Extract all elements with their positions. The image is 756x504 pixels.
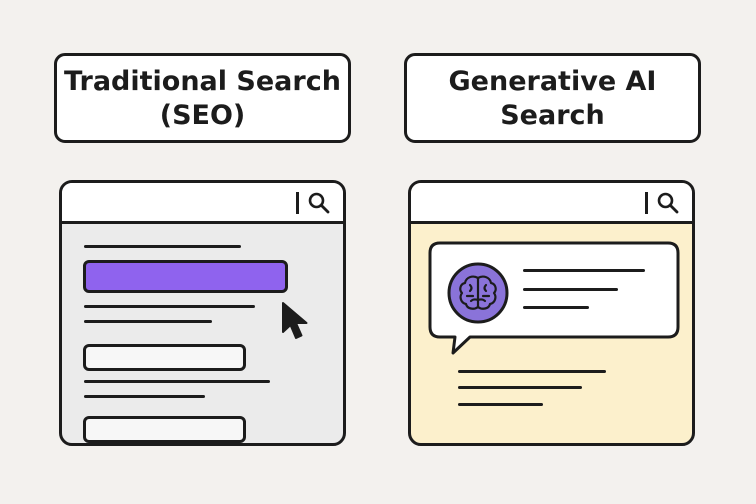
- text-line: [84, 380, 270, 383]
- answer-line: [523, 288, 618, 291]
- generative-ai-search-title: Generative AI Search: [448, 66, 657, 131]
- browser-toolbar: [411, 183, 692, 224]
- ai-brain-icon: [447, 262, 509, 324]
- mouse-cursor-icon: [282, 302, 308, 339]
- text-line: [458, 403, 543, 406]
- text-line: [84, 320, 212, 323]
- search-result[interactable]: [83, 344, 246, 371]
- traditional-search-window: [59, 180, 346, 446]
- answer-line: [523, 306, 589, 309]
- highlighted-search-result[interactable]: [83, 260, 288, 293]
- search-icon[interactable]: [656, 191, 680, 215]
- answer-line: [523, 269, 645, 272]
- traditional-search-title: Traditional Search (SEO): [64, 66, 341, 131]
- text-line: [458, 386, 582, 389]
- text-line: [84, 395, 205, 398]
- text-line: [458, 370, 606, 373]
- search-icon[interactable]: [307, 191, 331, 215]
- search-result[interactable]: [83, 416, 246, 443]
- toolbar-divider: [296, 192, 299, 214]
- generative-ai-search-title-box: Generative AI Search: [404, 53, 701, 143]
- toolbar-divider: [645, 192, 648, 214]
- traditional-search-title-box: Traditional Search (SEO): [54, 53, 351, 143]
- text-line: [84, 245, 241, 248]
- text-line: [84, 305, 255, 308]
- browser-toolbar: [62, 183, 343, 224]
